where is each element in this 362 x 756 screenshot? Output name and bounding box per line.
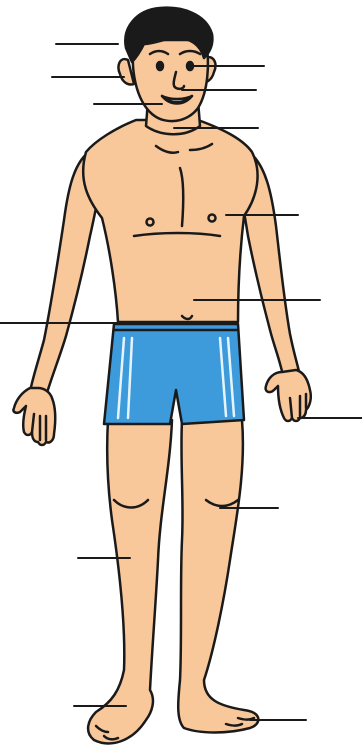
- left-eye: [187, 62, 193, 70]
- right-eye: [157, 62, 163, 70]
- left-hand: [266, 370, 311, 421]
- right-leg: [88, 420, 172, 743]
- torso: [83, 120, 257, 322]
- left-nipple: [209, 215, 216, 222]
- left-leg: [178, 420, 258, 733]
- right-nipple: [147, 219, 154, 226]
